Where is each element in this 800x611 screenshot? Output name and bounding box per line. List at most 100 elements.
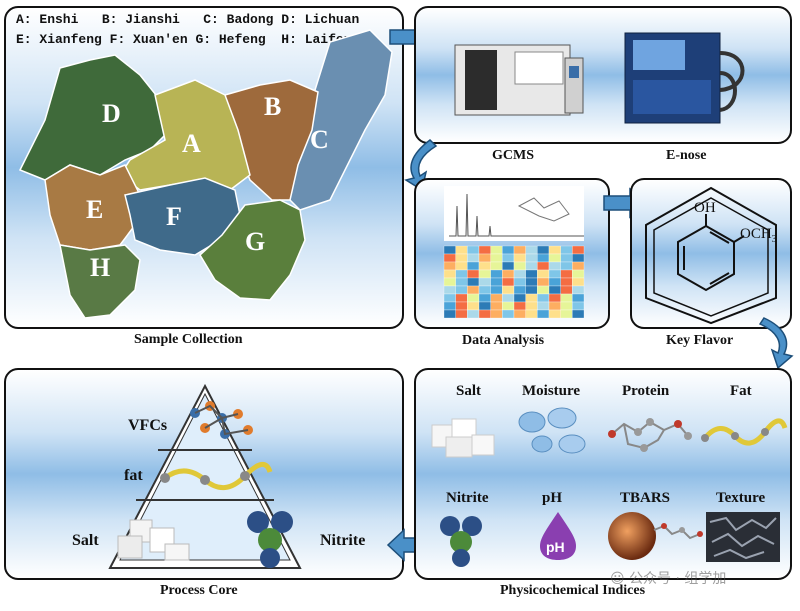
heatmap-cell bbox=[572, 261, 585, 271]
heatmap-cell bbox=[443, 285, 456, 295]
heatmap-cell bbox=[455, 293, 468, 303]
heatmap-cell bbox=[478, 261, 491, 271]
legend-f: F: Xuan'en bbox=[109, 32, 188, 47]
heatmap-cell bbox=[490, 261, 503, 271]
heatmap-cell bbox=[455, 245, 468, 255]
heatmap-cell bbox=[572, 309, 585, 319]
heatmap-cell bbox=[478, 293, 491, 303]
heatmap-cell bbox=[443, 301, 456, 311]
heatmap-cell bbox=[513, 309, 526, 319]
heatmap-cell bbox=[525, 277, 538, 287]
ph-icon-text: pH bbox=[546, 539, 565, 555]
heatmap-cell bbox=[502, 269, 515, 279]
heatmap-cell bbox=[572, 301, 585, 311]
heatmap-cell bbox=[467, 245, 480, 255]
legend-row-1: A: Enshi B: Jianshi C: Badong D: Lichuan bbox=[16, 12, 359, 27]
legend-g: G: Hefeng bbox=[195, 32, 266, 47]
heatmap-cell bbox=[502, 277, 515, 287]
heatmap-cell bbox=[572, 293, 585, 303]
legend-c: C: Badong bbox=[203, 12, 274, 27]
index-moisture-label: Moisture bbox=[522, 383, 581, 399]
heatmap-cell bbox=[537, 245, 550, 255]
watermark-text: 公众号 · 组学加 bbox=[629, 571, 727, 587]
heatmap-cell bbox=[443, 253, 456, 263]
heatmap-cell bbox=[455, 269, 468, 279]
heatmap-cell bbox=[548, 277, 561, 287]
map-letter-b: B bbox=[264, 92, 281, 121]
heatmap-cell bbox=[478, 253, 491, 263]
map-letter-g: G bbox=[245, 227, 265, 256]
heatmap-cell bbox=[513, 269, 526, 279]
legend-d: D: Lichuan bbox=[281, 12, 360, 27]
tbars-icon bbox=[608, 512, 703, 560]
heatmap-cell bbox=[467, 253, 480, 263]
heatmap-cell bbox=[548, 253, 561, 263]
heatmap-cell bbox=[560, 277, 573, 287]
index-nitrite-label: Nitrite bbox=[446, 490, 489, 506]
salt-cubes-icon bbox=[117, 519, 190, 561]
index-texture-label: Texture bbox=[716, 490, 766, 506]
heatmap-cell bbox=[478, 285, 491, 295]
map-letter-a: A bbox=[182, 129, 201, 158]
process-pyramid bbox=[108, 383, 302, 569]
heatmap-cell bbox=[490, 301, 503, 311]
heatmap-cell bbox=[537, 261, 550, 271]
heatmap-cell bbox=[537, 269, 550, 279]
index-protein-label: Protein bbox=[622, 383, 670, 399]
heatmap-cell bbox=[525, 309, 538, 319]
heatmap-cell bbox=[490, 309, 503, 319]
heatmap-cell bbox=[572, 285, 585, 295]
watermark: ☺ 公众号 · 组学加 bbox=[610, 568, 726, 588]
heatmap-cell bbox=[490, 253, 503, 263]
och-text: OCH bbox=[740, 226, 772, 242]
pyramid-top-label: VFCs bbox=[128, 417, 168, 434]
heatmap-cell bbox=[537, 277, 550, 287]
heatmap-cell bbox=[572, 245, 585, 255]
pyramid-right-label: Nitrite bbox=[320, 532, 366, 549]
legend-e: E: Xianfeng bbox=[16, 32, 102, 47]
heatmap-cell bbox=[502, 285, 515, 295]
heatmap-cell bbox=[525, 253, 538, 263]
heatmap-cell bbox=[548, 261, 561, 271]
heatmap-cell bbox=[513, 253, 526, 263]
gcms-instrument-icon bbox=[454, 44, 584, 116]
heatmap-cell bbox=[443, 269, 456, 279]
heatmap-cell bbox=[525, 245, 538, 255]
caption-physicochemical: Physicochemical Indices bbox=[500, 583, 646, 598]
heatmap-cell bbox=[572, 269, 585, 279]
chromatogram-graphic bbox=[444, 186, 584, 241]
map-letter-e: E bbox=[86, 195, 103, 224]
heatmap-cell bbox=[467, 261, 480, 271]
heatmap-cell bbox=[548, 285, 561, 295]
heatmap-cell bbox=[478, 301, 491, 311]
heatmap-cell bbox=[467, 277, 480, 287]
heatmap-cell bbox=[560, 269, 573, 279]
region-g bbox=[199, 199, 306, 301]
heatmap-cell bbox=[548, 269, 561, 279]
fat-molecule-icon bbox=[160, 462, 273, 490]
heatmap-cell bbox=[467, 293, 480, 303]
heatmap-cell bbox=[513, 285, 526, 295]
legend-b: B: Jianshi bbox=[101, 12, 180, 27]
index-salt-label: Salt bbox=[456, 383, 482, 399]
heatmap-cell bbox=[572, 253, 585, 263]
heatmap-cell bbox=[443, 293, 456, 303]
heatmap-cell bbox=[490, 245, 503, 255]
heatmap-cell bbox=[537, 301, 550, 311]
pyramid-middle-label: fat bbox=[124, 467, 143, 484]
oh-label: OH bbox=[694, 200, 716, 216]
heatmap-cell bbox=[525, 285, 538, 295]
heatmap-cell bbox=[467, 309, 480, 319]
map-letter-d: D bbox=[102, 99, 121, 128]
legend-a: A: Enshi bbox=[16, 12, 79, 27]
heatmap-cell bbox=[455, 277, 468, 287]
caption-process-core: Process Core bbox=[160, 583, 238, 598]
heatmap-cell bbox=[490, 277, 503, 287]
heatmap-cell bbox=[502, 253, 515, 263]
heatmap-cell bbox=[513, 261, 526, 271]
heatmap-cell bbox=[455, 261, 468, 271]
heatmap-cell bbox=[513, 277, 526, 287]
heatmap-cell bbox=[525, 261, 538, 271]
index-tbars-label: TBARS bbox=[620, 490, 671, 506]
region-h bbox=[59, 244, 141, 319]
